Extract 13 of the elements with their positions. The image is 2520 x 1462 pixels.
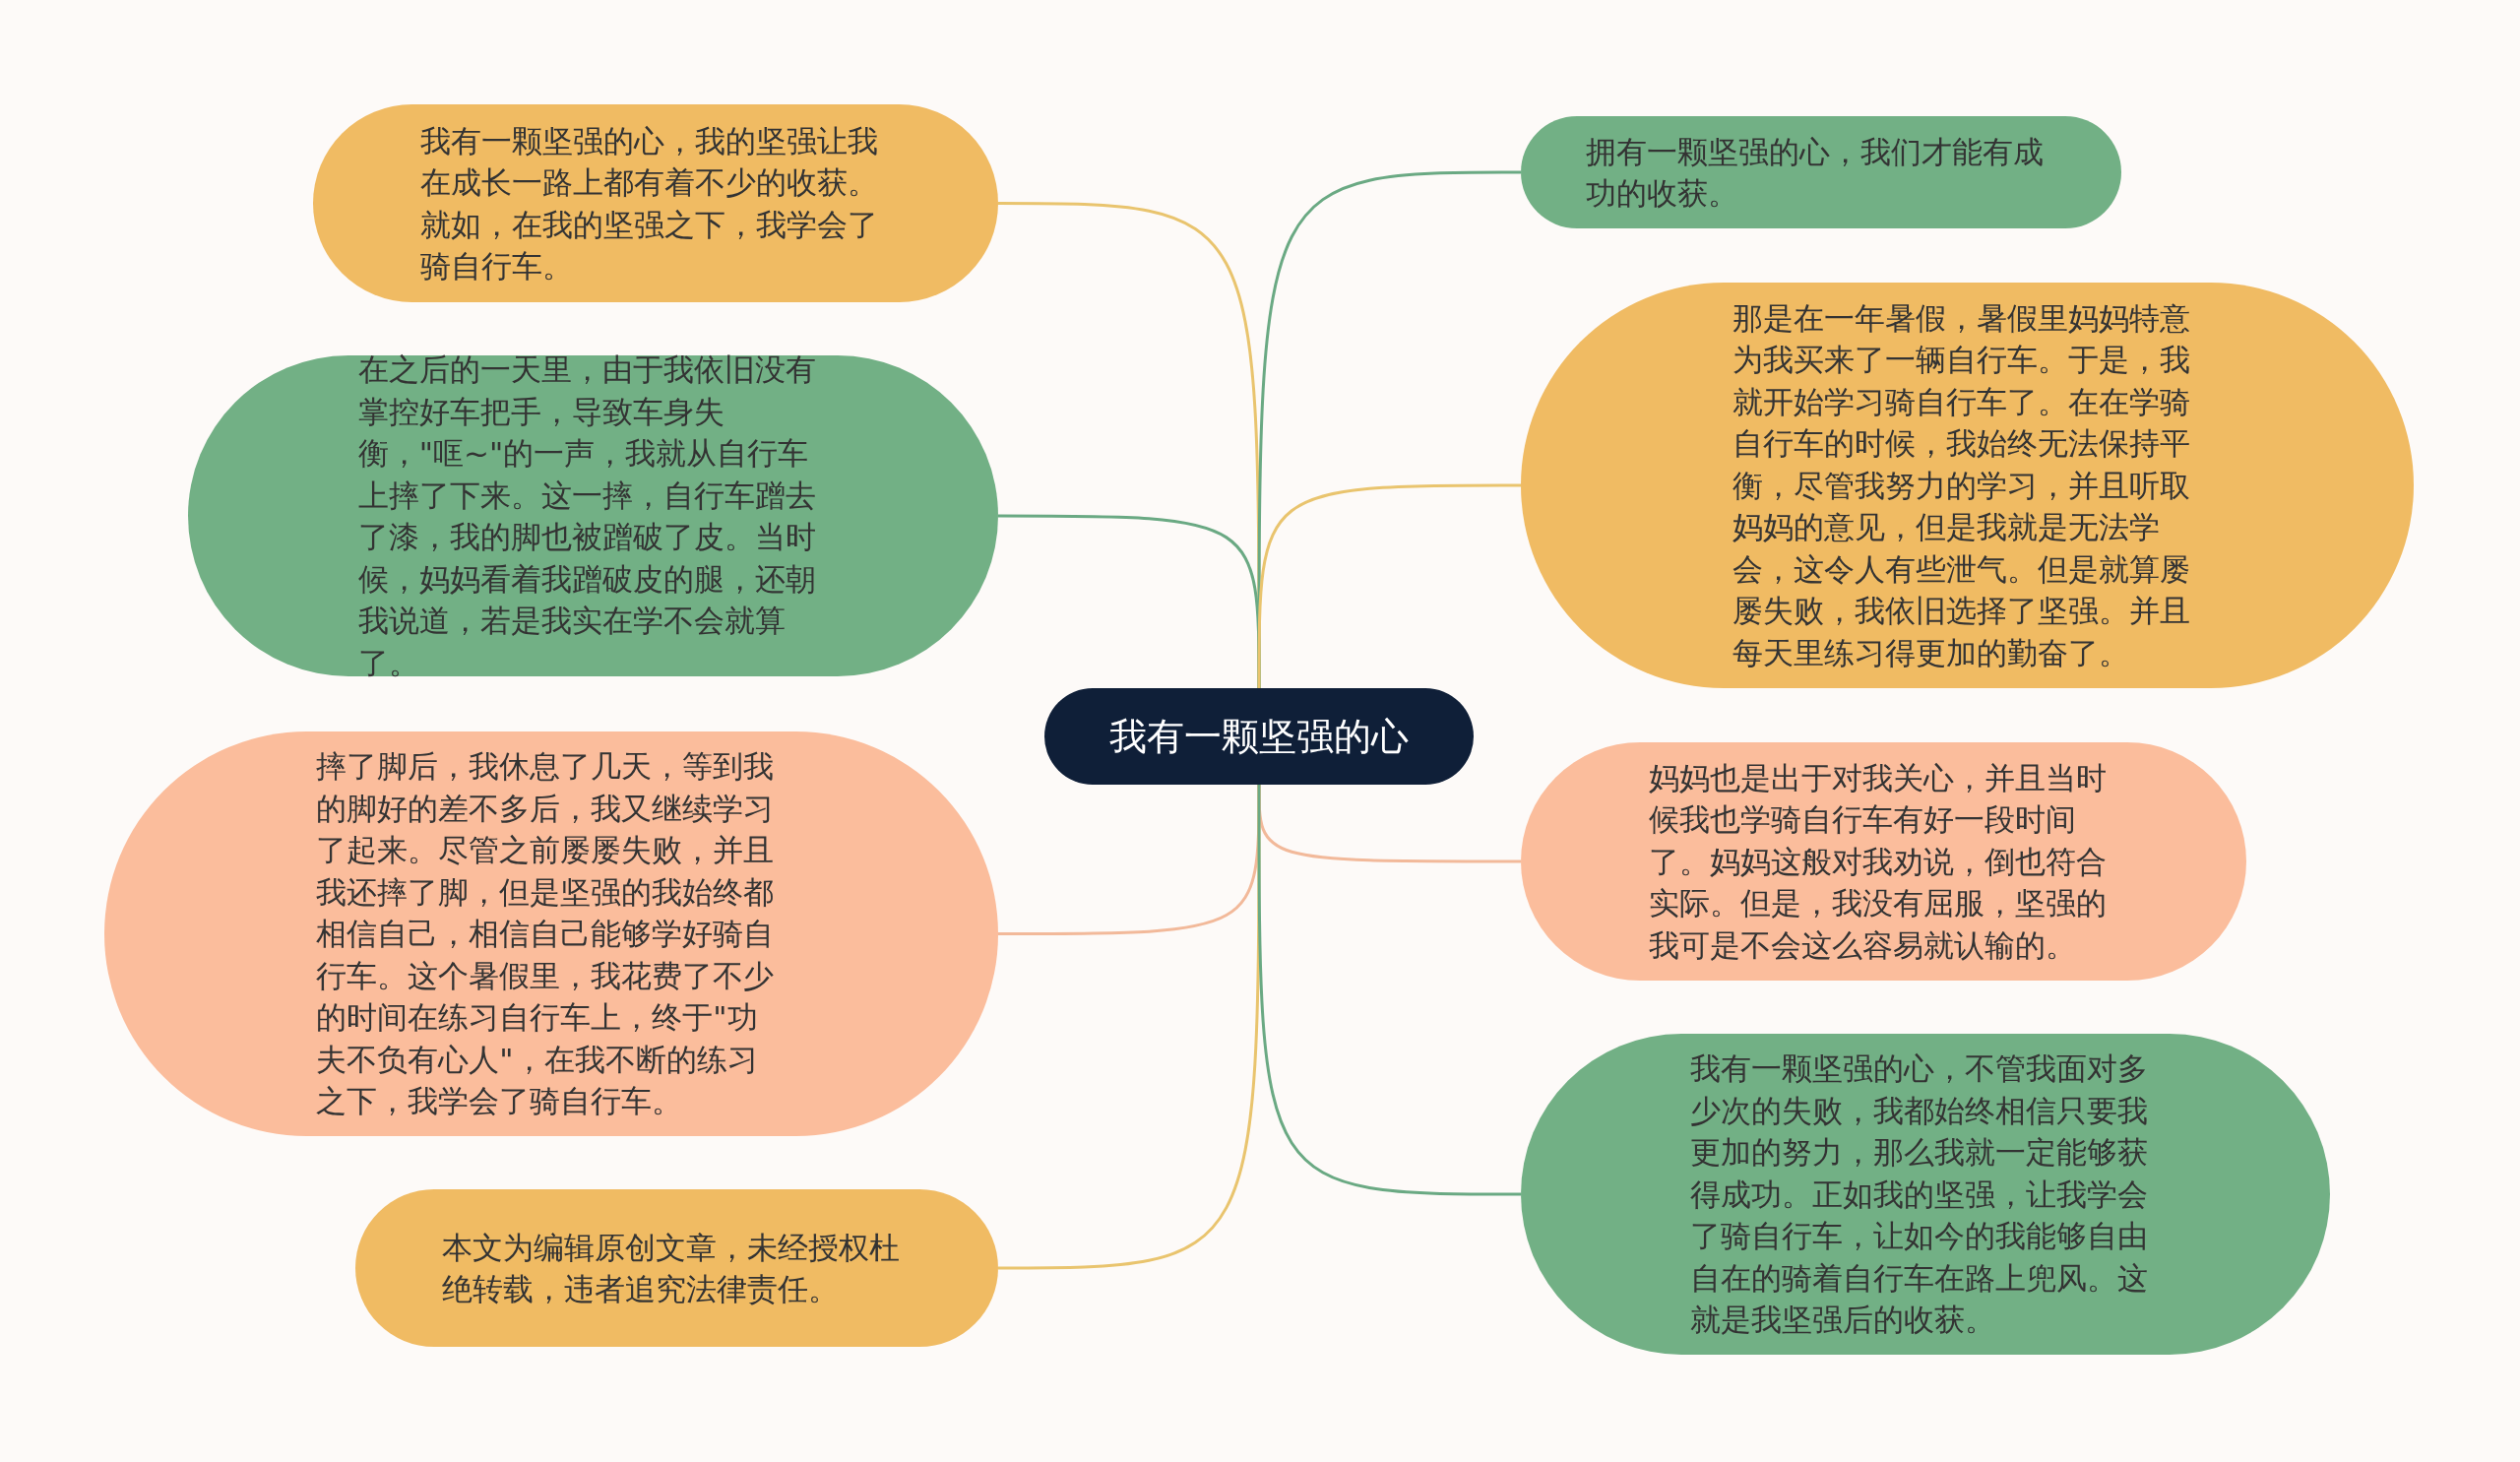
bubble-text: 本文为编辑原创文章，未经授权杜绝转载，违者追究法律责任。	[441, 1228, 901, 1308]
bubble-text: 妈妈也是出于对我关心，并且当时候我也学骑自行车有好一段时间了。妈妈这般对我劝说，倒也符合实际。但是，我没有屈服，坚强的我可是不会这么容易就认输的。	[1648, 758, 2108, 965]
topic-text: 我有一颗坚强的心	[1109, 714, 1409, 759]
bubble-text: 摔了脚后，我休息了几天，等到我的脚好的差不多后，我又继续学习了起来。尽管之前屡屡失败，并且我还摔了脚，但是坚强的我始终都相信自己，相信自己能够学好骑自行车。这个暑假里，我花费了不少的时间在练习自行车上，终于"功夫不负有心人"，在我不断的练习之下，我学会了骑自行车。	[316, 747, 776, 1121]
connector	[1257, 483, 1521, 688]
bubble-text: 在之后的一天里，由于我依旧没有掌控好车把手，导致车身失衡，"哐~"的一声，我就从自行车上摔了下来。这一摔，自行车蹭去了漆，我的脚也被蹭破了皮。当时候，妈妈看着我蹭破皮的腿，还朝我说道，若是我实在学不会就算了。	[357, 350, 817, 682]
bubble-text: 拥有一颗坚强的心，我们才能有成功的收获。	[1586, 132, 2046, 213]
connector	[998, 785, 1261, 1270]
bubble-text: 我有一颗坚强的心，我的坚强让我在成长一路上都有着不少的收获。就如，在我的坚强之下，我学会了骑自行车。	[420, 121, 880, 286]
connector	[998, 514, 1261, 688]
connector	[1257, 785, 1521, 1196]
bubble-text: 那是在一年暑假，暑假里妈妈特意为我买来了一辆自行车。于是，我就开始学习骑自行车了。在在学骑自行车的时候，我始终无法保持平衡，尽管我努力的学习，并且听取妈妈的意见，但是我就是无法学会，这令人有些泄气。但是就算屡屡失败，我依旧选择了坚强。并且每天里练习得更加的勤奋了。	[1732, 298, 2191, 672]
bubble-text: 我有一颗坚强的心，不管我面对多少次的失败，我都始终相信只要我更加的努力，那么我就一定能够获得成功。正如我的坚强，让我学会了骑自行车，让如今的我能够自由自在的骑着自行车在路上兜风。这就是我坚强后的收获。	[1690, 1049, 2150, 1340]
